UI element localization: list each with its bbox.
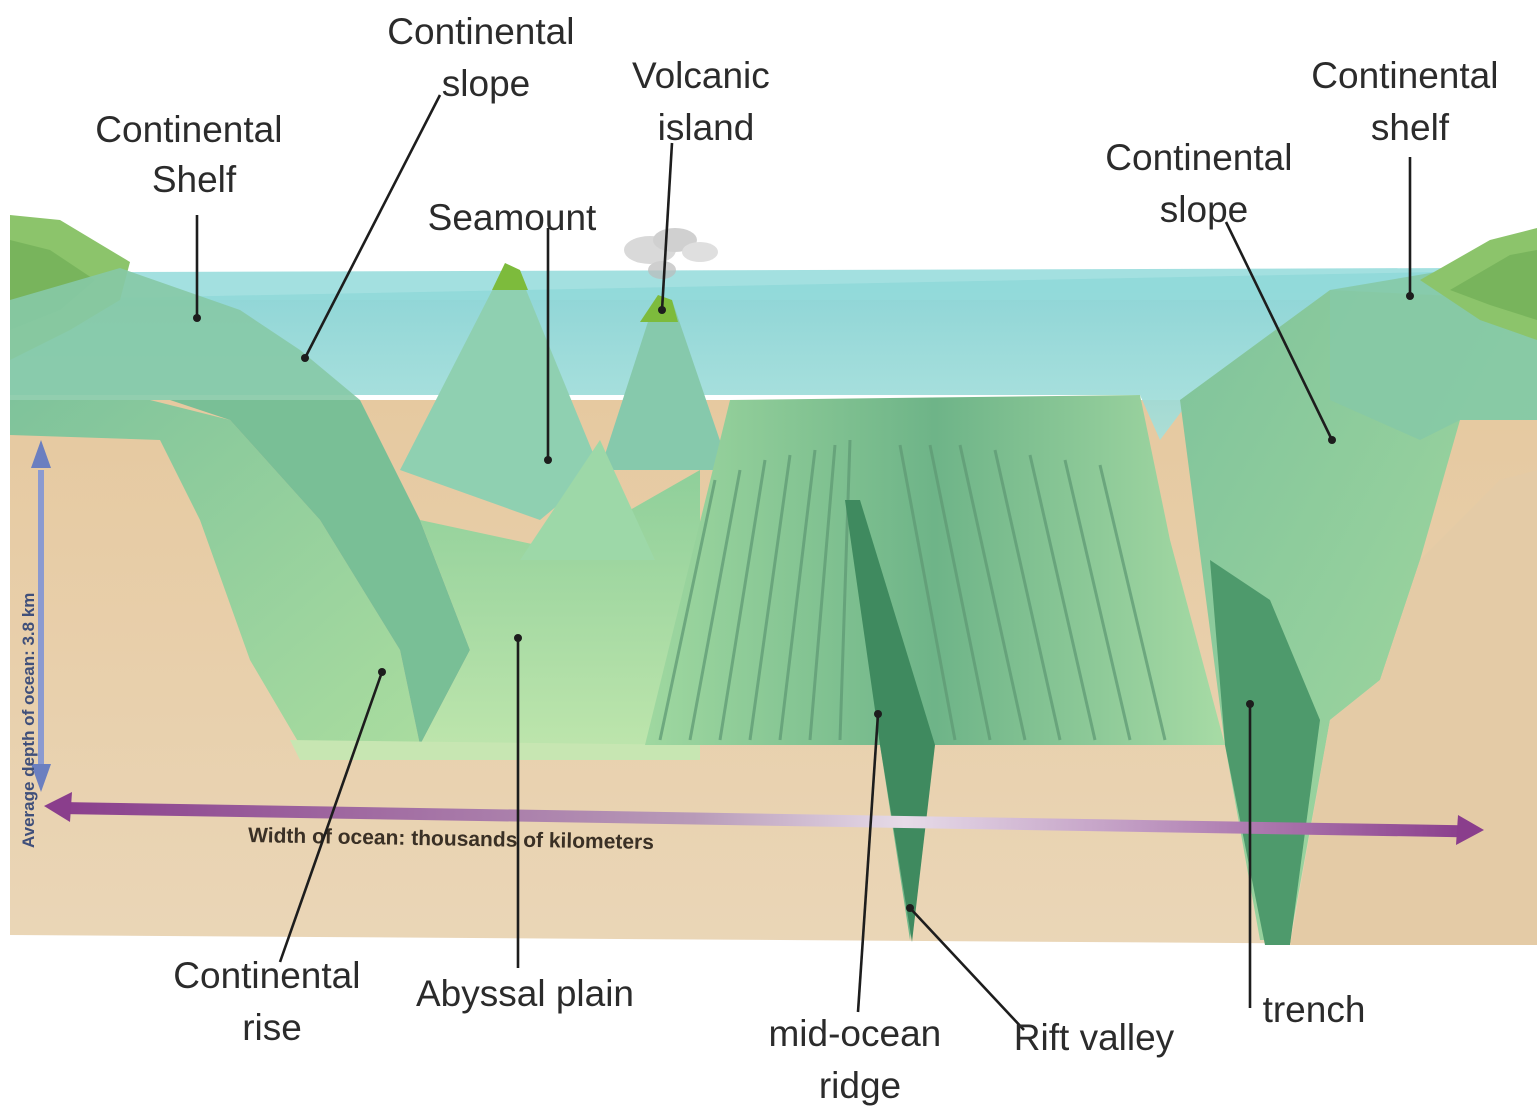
leader-dot-abyssal-plain xyxy=(514,634,522,642)
label-continental-slope-right: Continental slope xyxy=(1105,137,1302,230)
water-top-surface xyxy=(10,268,1537,300)
label-continental-shelf-right: Continental shelf xyxy=(1311,55,1508,148)
label-seamount: Seamount xyxy=(428,197,597,238)
label-continental-slope-left: Continental slope xyxy=(387,11,584,104)
label-rift-valley: Rift valley xyxy=(1014,1017,1175,1058)
leader-dot-continental-rise xyxy=(378,668,386,676)
label-mid-ocean-ridge: mid-ocean ridge xyxy=(768,1013,951,1106)
leader-dot-trench xyxy=(1246,700,1254,708)
leader-dot-seamount xyxy=(544,456,552,464)
label-continental-rise: Continental rise xyxy=(173,955,370,1048)
leader-dot-continental-slope-left xyxy=(301,354,309,362)
label-abyssal-plain: Abyssal plain xyxy=(416,973,634,1014)
leader-dot-volcanic-island xyxy=(658,306,666,314)
leader-dot-continental-slope-right xyxy=(1328,436,1336,444)
leader-dot-continental-shelf-left xyxy=(193,314,201,322)
label-volcanic-island: Volcanic island xyxy=(632,55,780,148)
leader-dot-continental-shelf-right xyxy=(1406,292,1414,300)
label-continental-shelf-left: Continental Shelf xyxy=(95,109,292,200)
leader-dot-rift-valley xyxy=(906,904,914,912)
average-depth-label: Average depth of ocean: 3.8 km xyxy=(19,593,38,848)
label-trench: trench xyxy=(1263,989,1366,1030)
leader-dot-mid-ocean-ridge xyxy=(874,710,882,718)
